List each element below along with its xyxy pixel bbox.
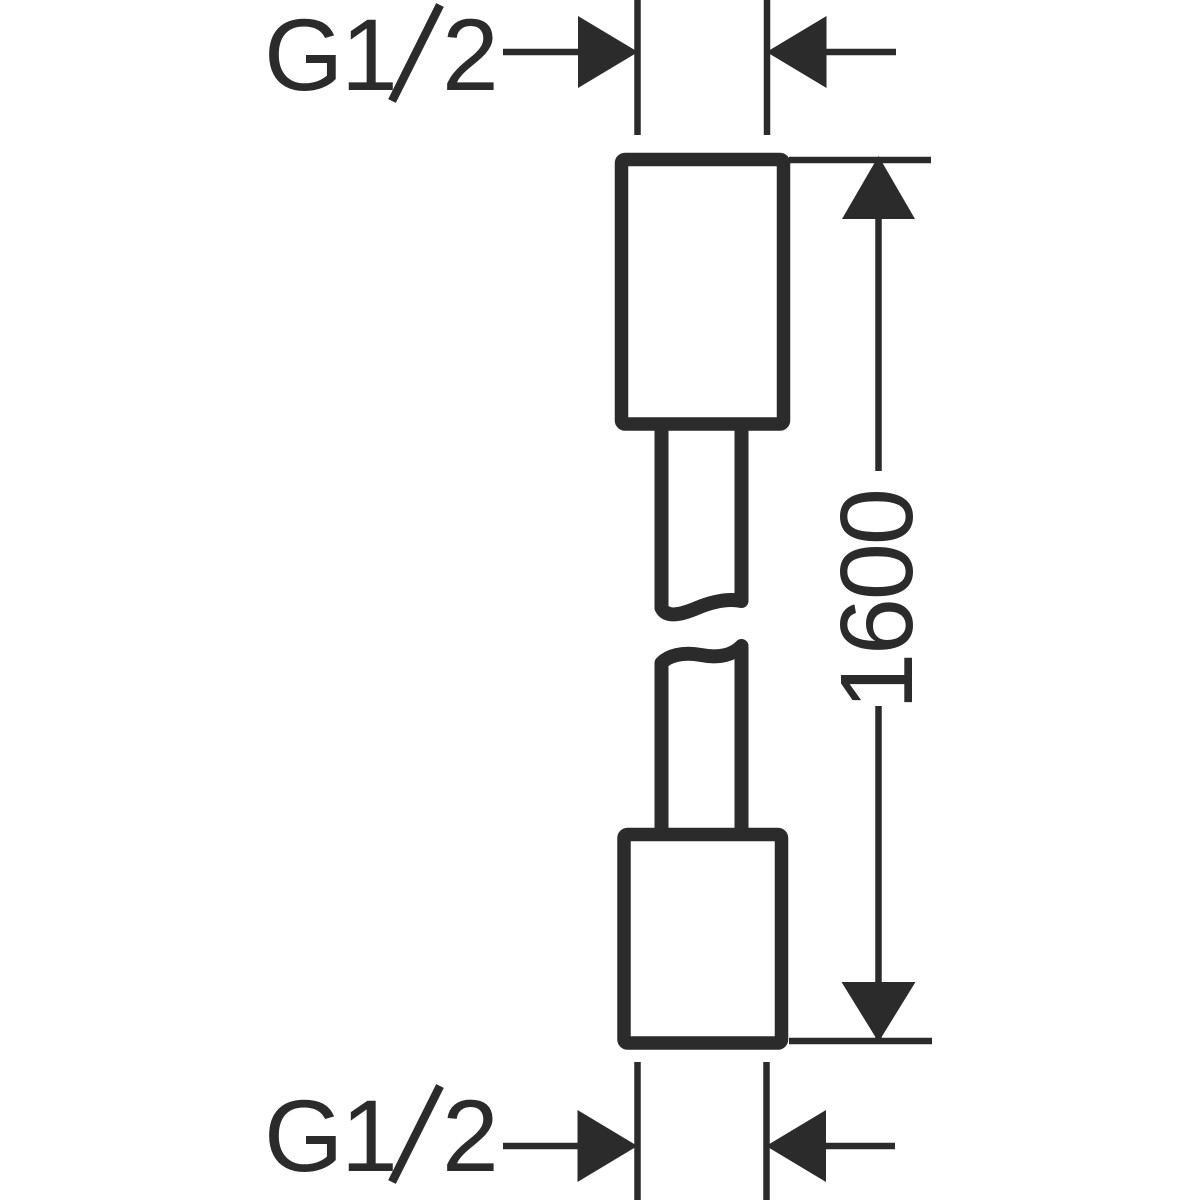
svg-text:G: G xyxy=(264,1079,343,1193)
svg-text:2: 2 xyxy=(442,0,499,112)
svg-text:1: 1 xyxy=(341,0,398,112)
svg-text:1600: 1600 xyxy=(819,488,934,710)
svg-text:G: G xyxy=(264,0,343,112)
svg-text:2: 2 xyxy=(442,1079,499,1193)
svg-text:1: 1 xyxy=(341,1079,398,1193)
